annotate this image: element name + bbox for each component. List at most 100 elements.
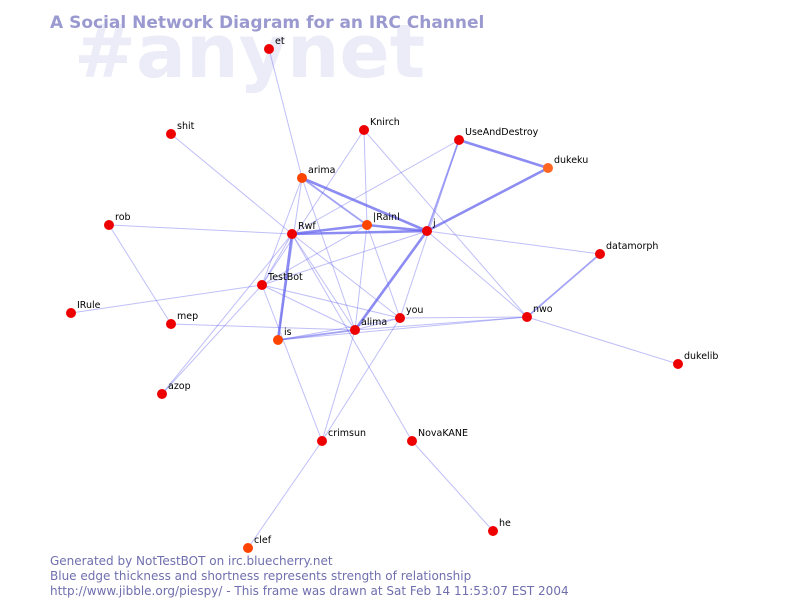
node-dot — [317, 436, 327, 446]
edge-et-arima — [268, 48, 303, 179]
edge-jrainl-alima — [354, 224, 368, 331]
node-dukelib: dukelib — [673, 351, 718, 369]
node-label: NovaKANE — [418, 428, 468, 439]
edge-dukeku-j — [426, 166, 549, 233]
edge-arima-jrainl — [301, 177, 368, 226]
edge-nwo-dukelib — [526, 316, 679, 365]
edge-novakane-he — [411, 440, 494, 532]
node-dot — [257, 280, 267, 290]
node-is: is — [273, 327, 292, 345]
node-rob: rob — [104, 212, 131, 230]
node-dot — [350, 325, 360, 335]
edge-testbot-you — [261, 284, 401, 319]
edge-rwf-j — [291, 229, 428, 236]
node-label: UseAndDestroy — [465, 127, 539, 138]
node-j: j — [422, 218, 436, 236]
node-dot — [166, 129, 176, 139]
edge-rob-rwf — [108, 224, 293, 235]
node-dot — [454, 135, 464, 145]
node-label: j — [432, 218, 436, 229]
edge-datamorph-nwo — [526, 253, 601, 318]
node-dot — [264, 44, 274, 54]
node-dot — [243, 543, 253, 553]
node-label: Knirch — [370, 117, 400, 128]
node-dot — [362, 220, 372, 230]
node-label: dukelib — [684, 351, 718, 362]
node-datamorph: datamorph — [595, 241, 658, 259]
footer-edge-legend: Blue edge thickness and shortness repres… — [50, 569, 471, 583]
edge-layer — [70, 48, 679, 549]
node-irule: IRule — [66, 300, 101, 318]
node-dot — [422, 226, 432, 236]
node-dot — [488, 526, 498, 536]
node-dot — [522, 312, 532, 322]
edge-jrainl-j — [366, 223, 428, 233]
node-testbot: TestBot — [257, 272, 303, 290]
node-label: dukeku — [554, 155, 588, 166]
edge-you-nwo — [399, 316, 528, 319]
edge-jrainl-testbot — [261, 224, 368, 286]
edge-is-alima — [277, 329, 356, 341]
node-dot — [359, 125, 369, 135]
node-dot — [543, 163, 553, 173]
node-label: nwo — [533, 304, 553, 315]
edge-useanddestroy-rwf — [291, 139, 460, 235]
edge-is-nwo — [277, 316, 528, 341]
edge-j-datamorph — [426, 230, 601, 255]
node-label: mep — [177, 311, 198, 322]
node-label: Rwf — [298, 221, 316, 232]
edge-is-you — [277, 317, 401, 341]
channel-watermark: #anynet — [74, 9, 425, 95]
footer-generated-by: Generated by NotTestBOT on irc.bluecherr… — [50, 554, 333, 568]
edge-alima-nwo — [354, 316, 528, 331]
edge-rob-mep — [108, 224, 172, 325]
node-azop: azop — [157, 381, 191, 399]
edge-knirch-nwo — [363, 129, 528, 318]
node-novakane: NovaKANE — [407, 428, 468, 446]
edge-testbot-azop — [161, 284, 263, 395]
node-shit: shit — [166, 121, 195, 139]
edge-rwf-testbot — [261, 233, 293, 286]
node-clef: clef — [243, 535, 272, 553]
node-label: TestBot — [267, 272, 303, 283]
edge-testbot-irule — [70, 284, 263, 314]
node-dot — [104, 220, 114, 230]
node-dot — [157, 389, 167, 399]
footer-url-timestamp: http://www.jibble.org/piespy/ - This fra… — [50, 584, 569, 598]
node-dot — [407, 436, 417, 446]
node-nwo: nwo — [522, 304, 553, 322]
edge-arima-alima — [301, 177, 356, 331]
edge-alima-crimsun — [321, 329, 356, 442]
node-you: you — [395, 305, 423, 323]
edge-testbot-alima — [261, 284, 356, 331]
node-knirch: Knirch — [359, 117, 400, 135]
node-alima: alima — [350, 317, 387, 335]
node-arima: arima — [297, 165, 335, 183]
edge-knirch-testbot — [261, 129, 365, 286]
edge-rwf-azop — [161, 233, 293, 395]
diagram-title: A Social Network Diagram for an IRC Chan… — [50, 13, 484, 33]
edge-rwf-you — [291, 233, 401, 319]
node-jrainl: |Rainl — [362, 212, 400, 230]
node-label: arima — [308, 165, 335, 176]
node-dot — [273, 335, 283, 345]
edge-j-nwo — [426, 230, 528, 318]
edge-you-crimsun — [321, 317, 401, 442]
edge-shit-rwf — [170, 133, 293, 235]
node-label: shit — [177, 121, 195, 132]
node-label: he — [499, 518, 511, 529]
node-rwf: Rwf — [287, 221, 316, 239]
node-label: azop — [168, 381, 191, 392]
node-label: alima — [361, 317, 387, 328]
node-label: et — [275, 36, 285, 47]
edge-crimsun-clef — [247, 440, 323, 549]
node-dot — [673, 359, 683, 369]
node-dukeku: dukeku — [543, 155, 588, 173]
node-et: et — [264, 36, 285, 54]
node-he: he — [488, 518, 511, 536]
edge-j-alima — [353, 230, 429, 331]
edge-j-testbot — [261, 230, 428, 286]
edge-rwf-novakane — [291, 233, 413, 442]
